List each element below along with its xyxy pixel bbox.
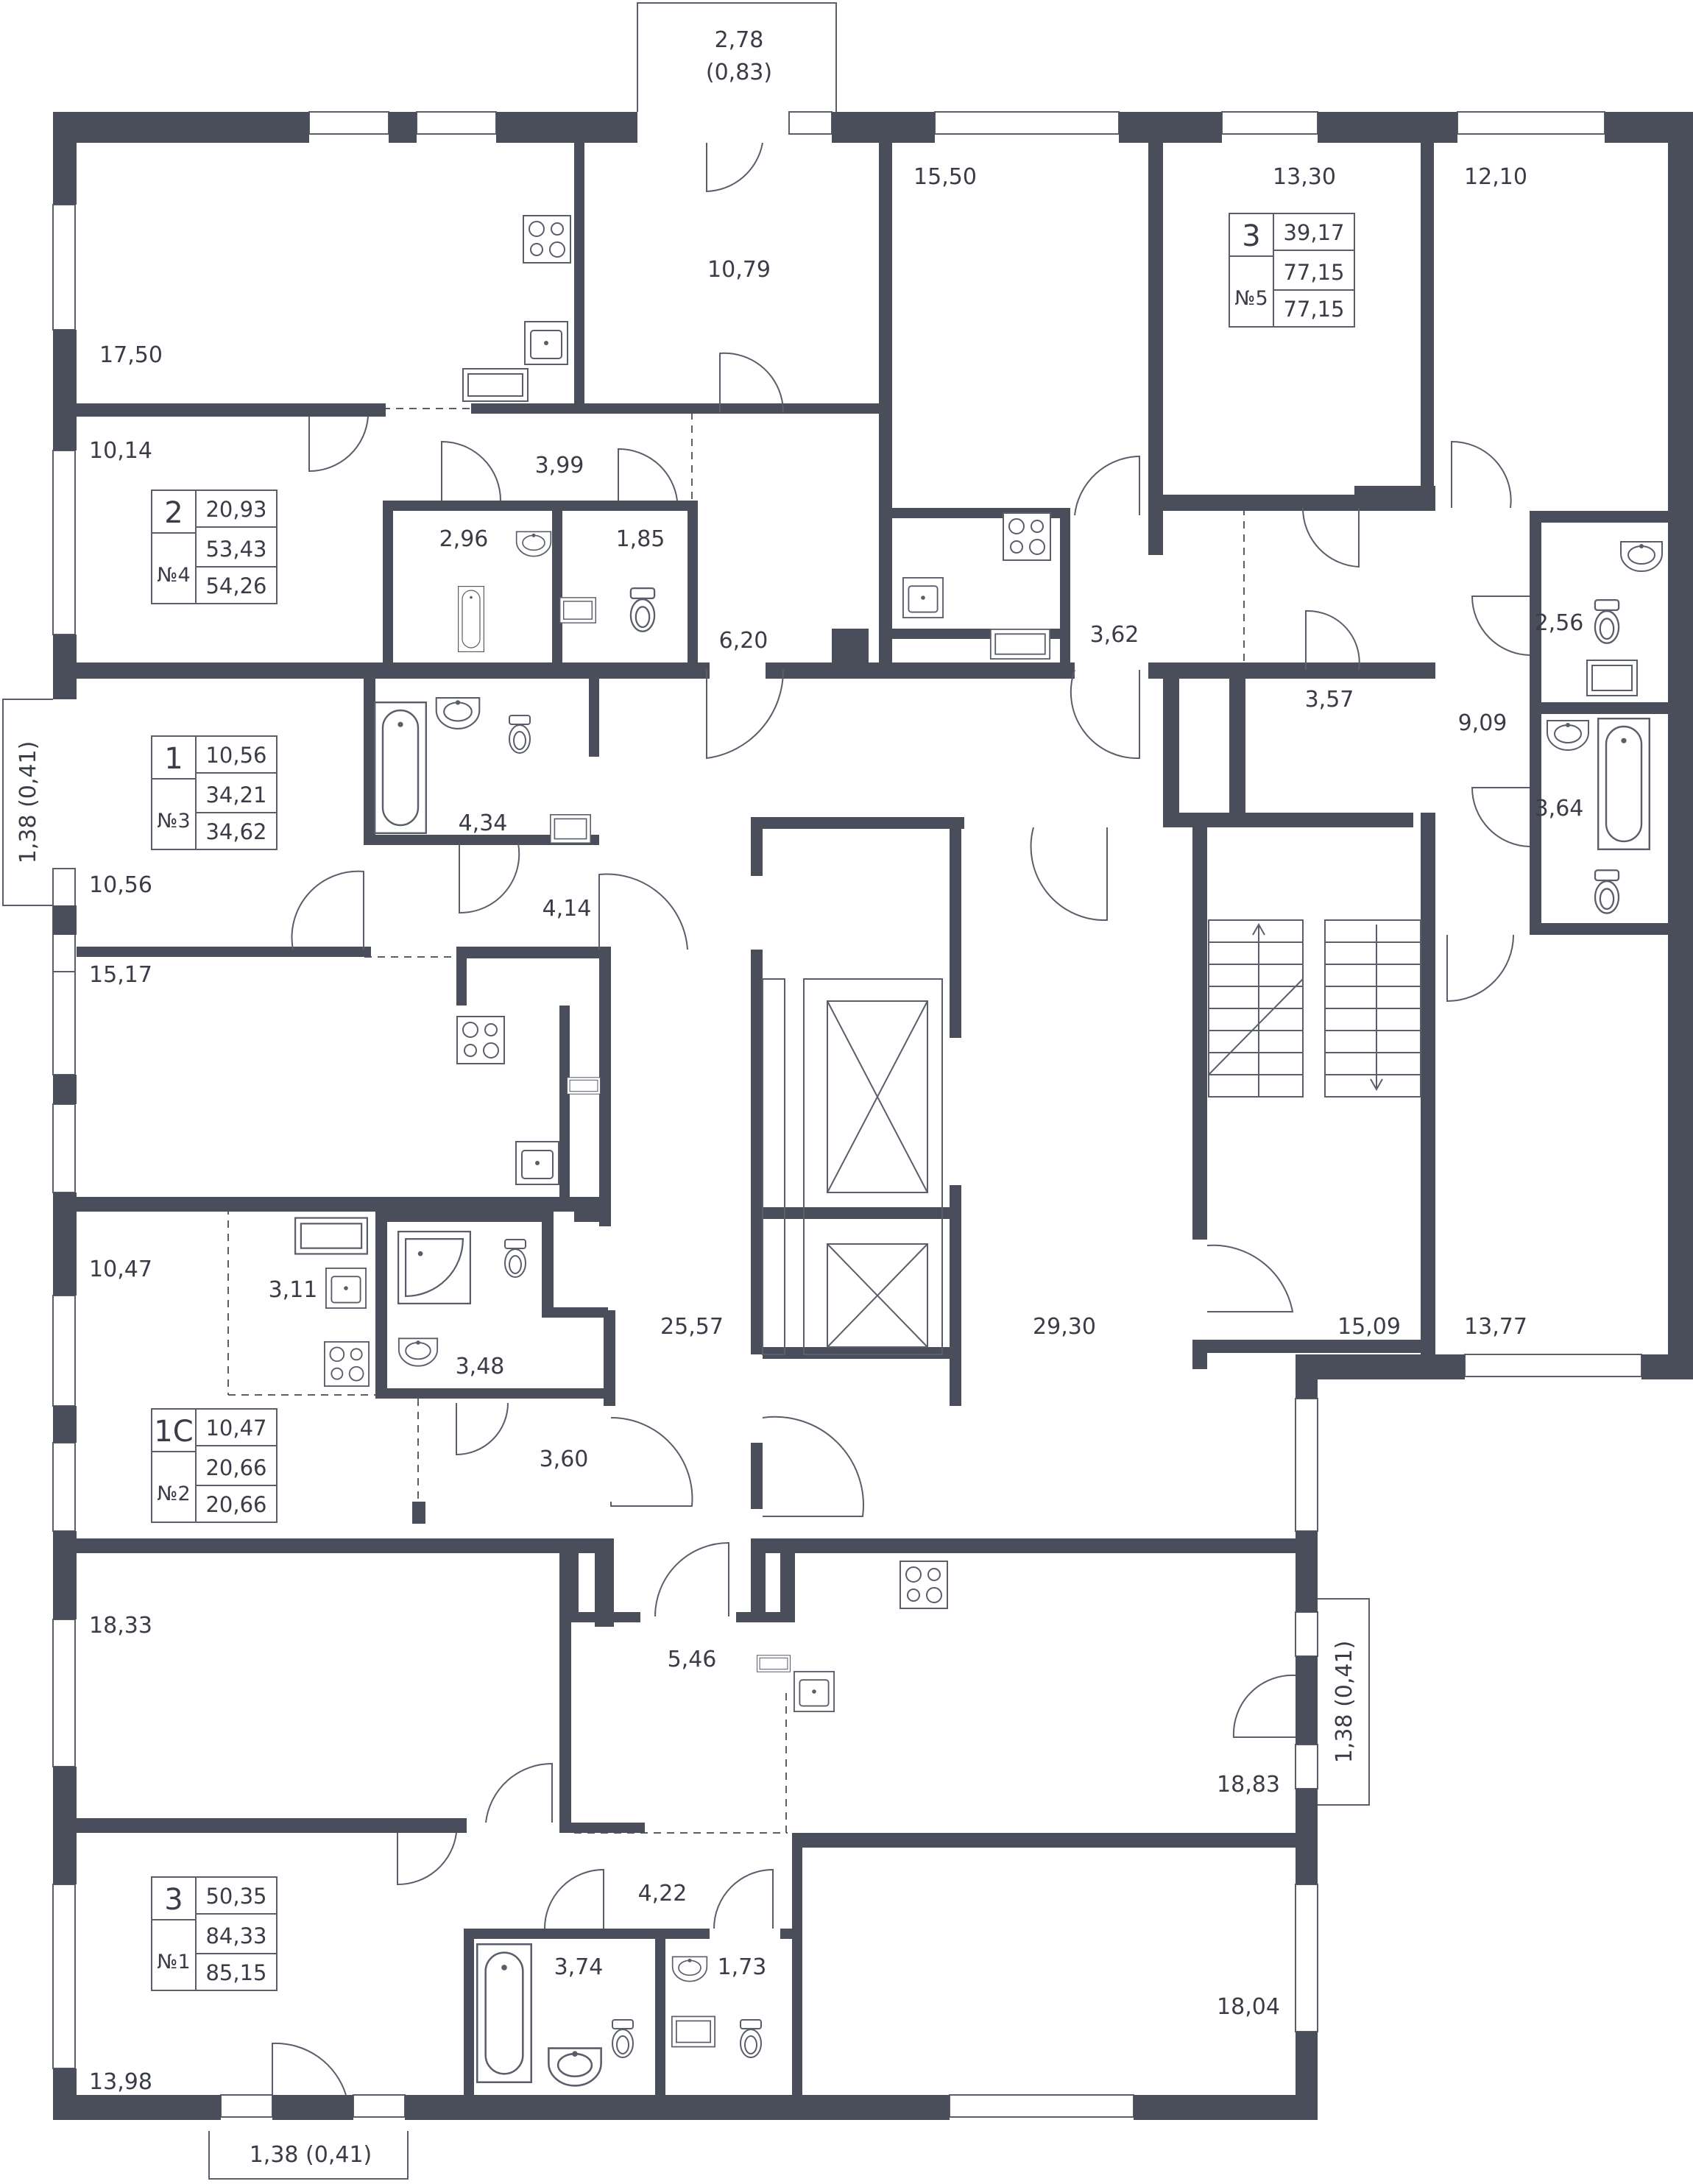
apartment-rooms: 1	[164, 742, 183, 776]
room-area-label: 3,62	[1090, 622, 1139, 648]
balcony-bottom-label: 1,38 (0,41)	[250, 2142, 372, 2168]
room-area-label: 10,79	[707, 257, 771, 283]
apartment-number: №1	[157, 1951, 190, 1973]
room-area-label: 2,56	[1535, 610, 1584, 636]
room-area-label: 2,96	[439, 526, 489, 552]
room-area-label: 4,34	[459, 810, 508, 836]
apartment-total-area: 77,15	[1283, 260, 1344, 285]
apartment-card: 3 №5 39,17 77,15 77,15	[1229, 213, 1355, 328]
room-area-label: 3,99	[535, 453, 584, 478]
room-area-label: 10,56	[89, 872, 152, 898]
zone-dividers	[227, 408, 1245, 1834]
apartment-card: 3 №1 50,35 84,33 85,15	[151, 1876, 278, 1991]
room-area-label: 10,14	[89, 438, 152, 464]
room-area-label: 3,74	[554, 1954, 604, 1980]
room-area-label: 15,50	[913, 164, 977, 190]
apartment-rooms: 3	[1242, 219, 1260, 253]
apartment-total-area: 53,43	[205, 537, 266, 562]
balcony-top-area: 2,78	[715, 27, 764, 53]
room-area-label: 18,83	[1217, 1772, 1280, 1798]
apartment-rooms: 3	[164, 1883, 183, 1917]
room-area-label: 18,33	[89, 1613, 152, 1639]
walls	[53, 112, 1693, 2120]
apartment-rooms: 2	[164, 496, 183, 530]
room-area-label: 25,57	[660, 1314, 724, 1340]
room-area-label: 18,04	[1217, 1994, 1280, 2020]
room-area-label: 3,64	[1535, 796, 1584, 821]
apartment-total-area: 34,21	[205, 782, 266, 807]
apartment-total-with-balcony: 20,66	[205, 1492, 266, 1517]
room-area-label: 15,17	[89, 962, 152, 988]
balcony-outlines	[2, 2, 1370, 2180]
apartment-number: №5	[1234, 287, 1268, 310]
room-area-label: 3,60	[540, 1446, 589, 1472]
apartment-living-area: 10,56	[205, 743, 266, 768]
balcony-left-label: 1,38 (0,41)	[15, 741, 41, 864]
balcony-top-area-reduced: (0,83)	[706, 60, 772, 85]
room-area-label: 10,47	[89, 1257, 152, 1282]
room-area-label: 3,48	[456, 1354, 505, 1379]
room-area-label: 13,30	[1273, 164, 1336, 190]
room-area-label: 12,10	[1464, 164, 1527, 190]
balcony-right-label: 1,38 (0,41)	[1332, 1641, 1357, 1764]
room-area-label: 3,57	[1305, 687, 1354, 713]
apartment-total-area: 84,33	[205, 1923, 266, 1948]
room-area-label: 6,20	[719, 628, 768, 654]
apartment-total-with-balcony: 77,15	[1283, 297, 1344, 322]
room-area-labels: 17,50 10,79 15,50 13,30 12,10 10,14 3,99…	[89, 164, 1583, 2095]
apartment-number: №4	[157, 564, 190, 587]
room-area-label: 17,50	[99, 342, 163, 368]
room-area-label: 29,30	[1033, 1314, 1096, 1340]
apartment-card: 1 №3 10,56 34,21 34,62	[151, 735, 278, 850]
room-area-label: 4,14	[542, 896, 592, 922]
apartment-living-area: 10,47	[205, 1416, 266, 1441]
apartment-total-with-balcony: 85,15	[205, 1960, 266, 1985]
apartment-living-area: 39,17	[1283, 220, 1344, 245]
room-area-label: 1,73	[718, 1954, 767, 1980]
apartment-living-area: 20,93	[205, 497, 266, 522]
apartment-total-area: 20,66	[205, 1455, 266, 1480]
room-area-label: 4,22	[638, 1881, 688, 1906]
apartment-card: 2 №4 20,93 53,43 54,26	[151, 490, 278, 604]
room-area-label: 13,98	[89, 2069, 152, 2095]
room-area-label: 1,85	[616, 526, 665, 552]
doors	[272, 142, 1530, 2096]
room-area-label: 3,11	[269, 1277, 318, 1303]
room-area-label: 15,09	[1337, 1314, 1401, 1340]
apartment-number: №2	[157, 1482, 190, 1505]
apartment-total-with-balcony: 54,26	[205, 573, 266, 598]
apartment-living-area: 50,35	[205, 1884, 266, 1909]
room-area-label: 5,46	[668, 1647, 717, 1672]
staircase	[1208, 919, 1421, 1098]
windows	[52, 111, 1642, 2118]
room-area-label: 9,09	[1458, 710, 1508, 736]
elevator-shafts	[762, 978, 943, 1355]
apartment-rooms: 1С	[154, 1415, 193, 1449]
room-area-label: 13,77	[1464, 1314, 1527, 1340]
apartment-total-with-balcony: 34,62	[205, 819, 266, 844]
apartment-card: 1С №2 10,47 20,66 20,66	[151, 1408, 278, 1523]
apartment-number: №3	[157, 810, 190, 833]
